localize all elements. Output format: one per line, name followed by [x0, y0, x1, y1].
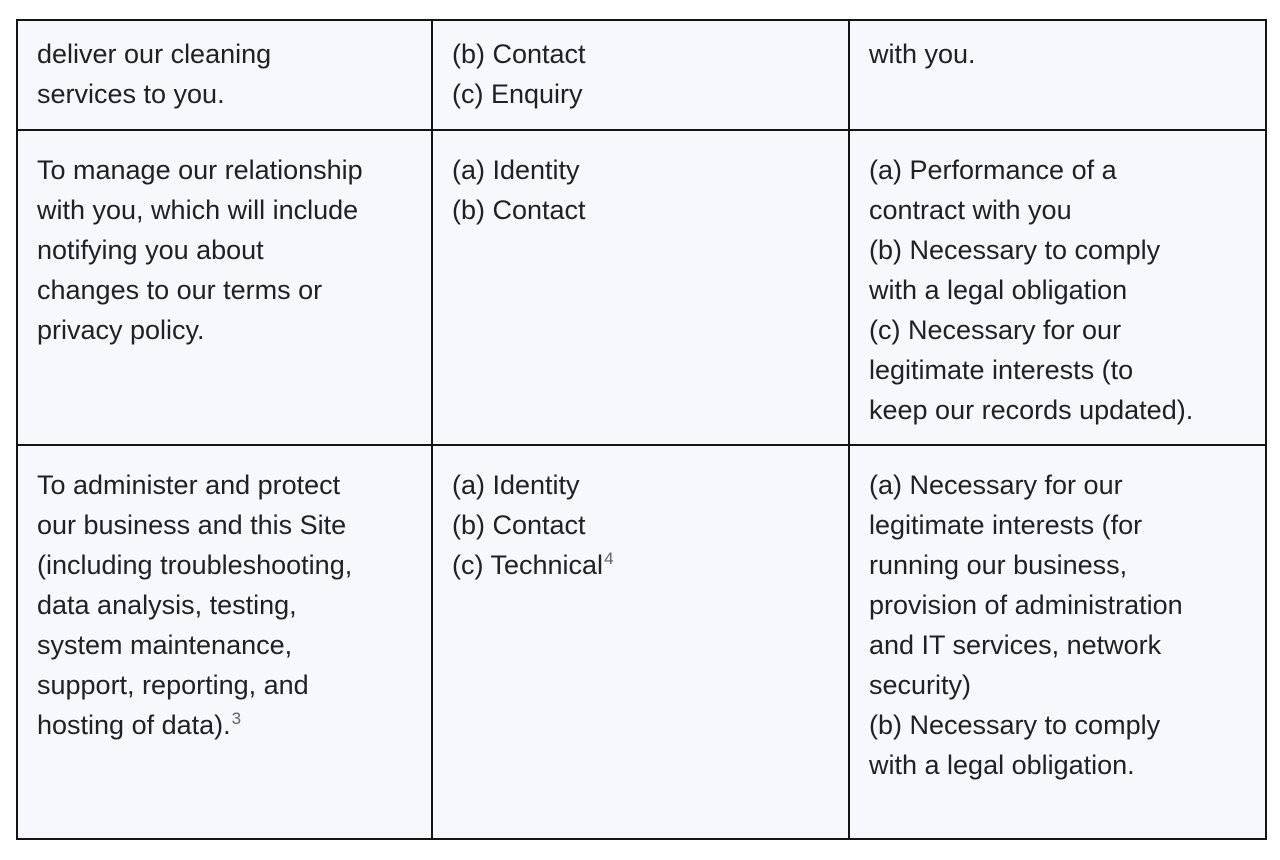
data-category-item: (c) Technical4	[452, 545, 828, 585]
table-row: To manage our relationship with you, whi…	[16, 129, 1267, 446]
purpose-text: To manage our relationship with you, whi…	[37, 155, 363, 345]
data-categories-cell: (b) Contact (c) Enquiry	[431, 19, 850, 131]
purpose-cell: deliver our cleaning services to you.	[16, 19, 433, 131]
table-row: To administer and protect our business a…	[16, 444, 1267, 840]
privacy-policy-table-container: deliver our cleaning services to you. (b…	[16, 19, 1267, 840]
purpose-text: deliver our cleaning services to you.	[37, 39, 272, 109]
purpose-cell: To manage our relationship with you, whi…	[16, 129, 433, 446]
purpose-cell: To administer and protect our business a…	[16, 444, 433, 840]
data-category-item: (b) Contact	[452, 510, 586, 540]
lawful-basis-cell: (a) Necessary for our legitimate interes…	[848, 444, 1267, 840]
lawful-basis-text: with you.	[869, 39, 976, 69]
data-categories-cell: (a) Identity (b) Contact (c) Technical4	[431, 444, 850, 840]
lawful-basis-text: (a) Performance of a contract with you (…	[869, 155, 1194, 425]
data-category-item: (a) Identity	[452, 155, 580, 185]
data-categories-cell: (a) Identity (b) Contact	[431, 129, 850, 446]
lawful-basis-table: deliver our cleaning services to you. (b…	[16, 19, 1267, 840]
footnote-marker-3: 3	[231, 709, 242, 728]
table-row: deliver our cleaning services to you. (b…	[16, 19, 1267, 131]
data-category-text: (c) Technical	[452, 550, 604, 580]
data-category-item: (b) Contact	[452, 195, 586, 225]
data-category-item: (b) Contact	[452, 39, 586, 69]
footnote-marker-4: 4	[604, 549, 614, 568]
lawful-basis-cell: (a) Performance of a contract with you (…	[848, 129, 1267, 446]
lawful-basis-text: (a) Necessary for our legitimate interes…	[869, 470, 1183, 780]
lawful-basis-cell: with you.	[848, 19, 1267, 131]
data-category-item: (c) Enquiry	[452, 79, 583, 109]
data-category-item: (a) Identity	[452, 470, 580, 500]
purpose-text: To administer and protect our business a…	[37, 470, 353, 740]
